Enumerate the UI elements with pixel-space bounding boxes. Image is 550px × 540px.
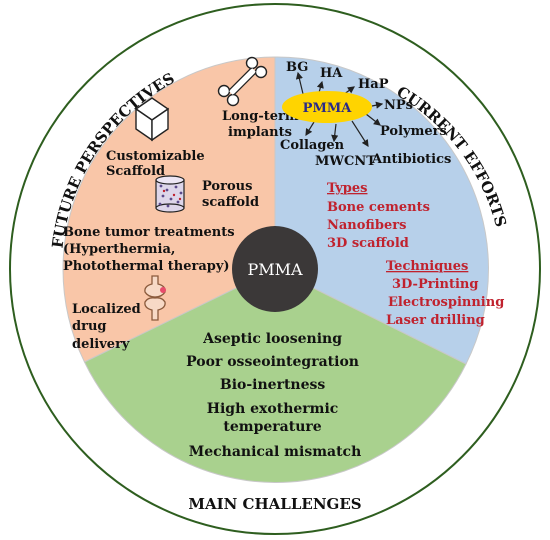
types-title: Types — [327, 181, 367, 196]
current-efforts-spoke-labels: BG HA HaP NPs Polymers Antibiotics MWCNT… — [280, 60, 456, 169]
bone-tumor-treatments-label: Bone tumor treatments (Hyperthermia, Pho… — [63, 225, 239, 274]
pmma-hub — [282, 91, 372, 123]
long-term-implants-label: Long-term implants — [222, 109, 303, 140]
current-efforts-sector — [274, 56, 489, 365]
main-challenges-list: Aseptic loosening Poor osseointegration … — [186, 331, 364, 460]
center-circle — [232, 226, 318, 312]
porous-cylinder-icon — [155, 175, 185, 213]
pmma-hub-label: PMMA — [303, 101, 353, 116]
techniques-list: 3D-Printing Electrospinning Laser drilli… — [386, 277, 509, 328]
cube-icon — [134, 97, 170, 142]
localized-drug-delivery-label: Localized drug delivery — [72, 302, 145, 352]
center-label: PMMA — [247, 260, 303, 279]
joint-icon — [144, 275, 166, 321]
ring-label-challenges: MAIN CHALLENGES — [188, 495, 361, 513]
techniques-title: Techniques — [386, 259, 468, 274]
types-list: Bone cements Nanofibers 3D scaffold — [327, 200, 434, 251]
bone-icon — [217, 56, 268, 107]
customizable-scaffold-label: Customizable Scaffold — [106, 149, 209, 179]
main-challenges-sector — [83, 268, 467, 483]
porous-scaffold-label: Porous scaffold — [202, 179, 259, 210]
